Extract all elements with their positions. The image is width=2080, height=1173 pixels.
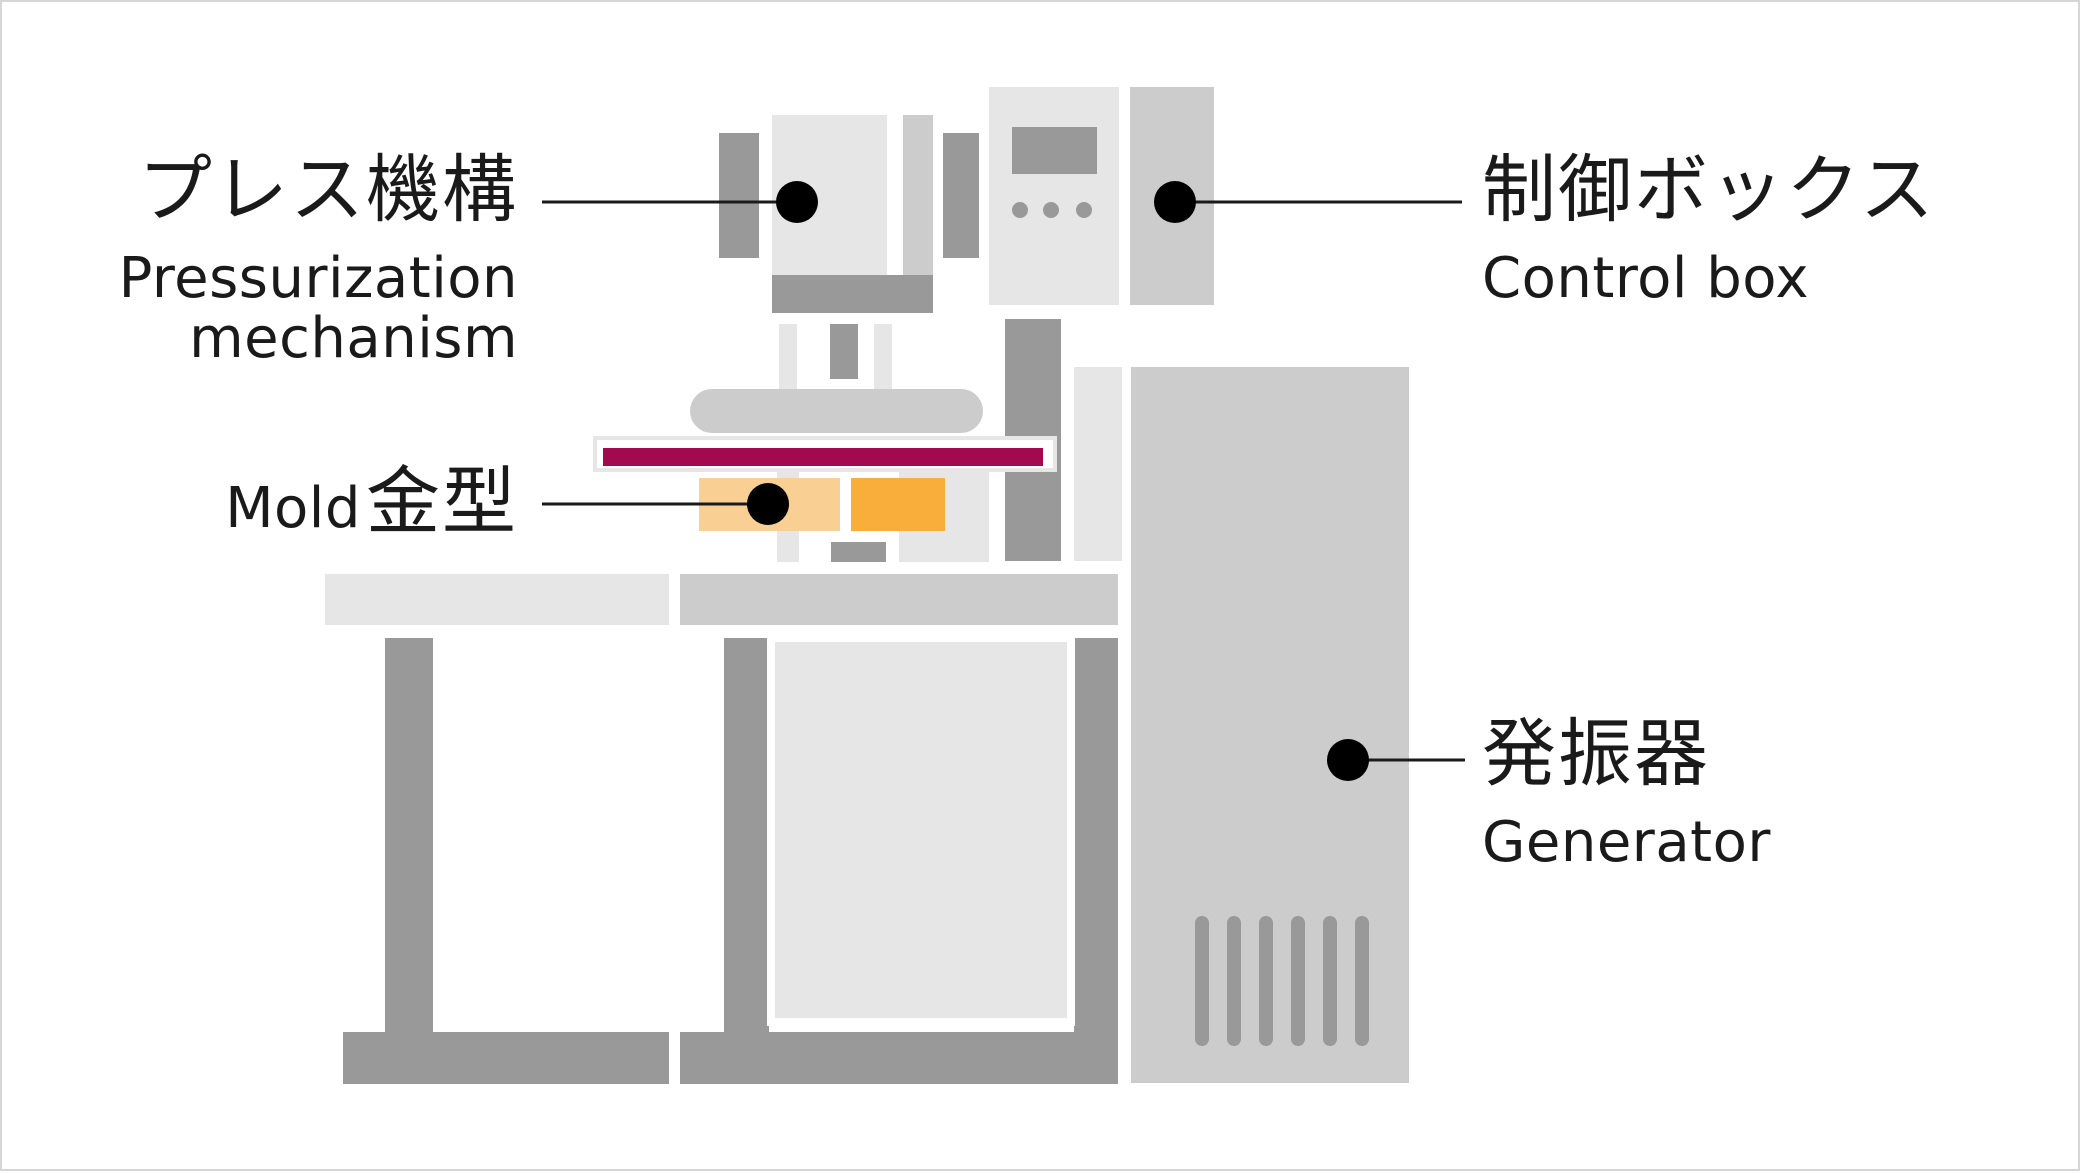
label-control: 制御ボックス Control box — [1482, 147, 1936, 311]
label-generator-jp: 発振器 — [1482, 711, 1710, 797]
label-control-en: Control box — [1482, 245, 1809, 311]
marker-press — [776, 181, 818, 223]
generator-vent-4 — [1291, 916, 1305, 1046]
generator-graphic — [1131, 367, 1409, 1083]
label-mold-text: Mold 金型 — [225, 463, 518, 542]
label-control-jp: 制御ボックス — [1482, 147, 1936, 233]
marker-control — [1154, 181, 1196, 223]
generator-vent-6 — [1355, 916, 1369, 1046]
label-mold: Mold 金型 — [225, 463, 518, 542]
table-leg-right — [1074, 638, 1118, 1036]
column-guard — [1074, 367, 1122, 561]
marker-mold — [747, 483, 789, 525]
press-shaft-center — [830, 324, 858, 379]
table-foot-right — [680, 1032, 1118, 1084]
table-foot-left — [343, 1032, 669, 1084]
workpiece-sheet — [603, 448, 1043, 466]
callout-control — [1154, 181, 1462, 223]
marker-generator — [1327, 739, 1369, 781]
generator-vent-1 — [1195, 916, 1209, 1046]
table-cabinet — [767, 634, 1075, 1026]
press-mechanism-graphic — [690, 115, 983, 433]
label-press-jp: プレス機構 — [138, 147, 518, 233]
label-generator: 発振器 Generator — [1482, 711, 1771, 875]
label-press: プレス機構 Pressurization mechanism — [118, 147, 518, 372]
control-button-3 — [1076, 202, 1092, 218]
press-right-bracket — [943, 133, 979, 258]
label-generator-en: Generator — [1482, 809, 1771, 875]
callout-mold — [542, 483, 789, 525]
generator-vent-2 — [1227, 916, 1241, 1046]
control-button-2 — [1043, 202, 1059, 218]
press-head-strip — [903, 115, 933, 275]
label-mold-jp: 金型 — [366, 459, 518, 545]
generator-vent-5 — [1323, 916, 1337, 1046]
label-mold-en: Mold — [225, 476, 361, 541]
callout-generator — [1327, 739, 1465, 781]
control-box-display — [1012, 127, 1097, 174]
mold-right-half — [851, 478, 945, 531]
press-left-bracket — [719, 133, 759, 258]
table-leg-mid — [724, 638, 769, 1036]
control-box-panel — [989, 87, 1119, 305]
table-top-right — [680, 574, 1118, 625]
label-press-en-line2: mechanism — [189, 306, 518, 372]
table-leg-left — [385, 638, 433, 1036]
press-base-plate — [772, 275, 933, 313]
callout-press — [542, 181, 818, 223]
label-press-en-line1: Pressurization — [118, 245, 518, 311]
table-top-left — [325, 574, 669, 625]
control-box-graphic — [989, 87, 1214, 305]
generator-vent-3 — [1259, 916, 1273, 1046]
horn — [690, 389, 983, 433]
control-button-1 — [1012, 202, 1028, 218]
lower-support-center — [831, 542, 886, 562]
